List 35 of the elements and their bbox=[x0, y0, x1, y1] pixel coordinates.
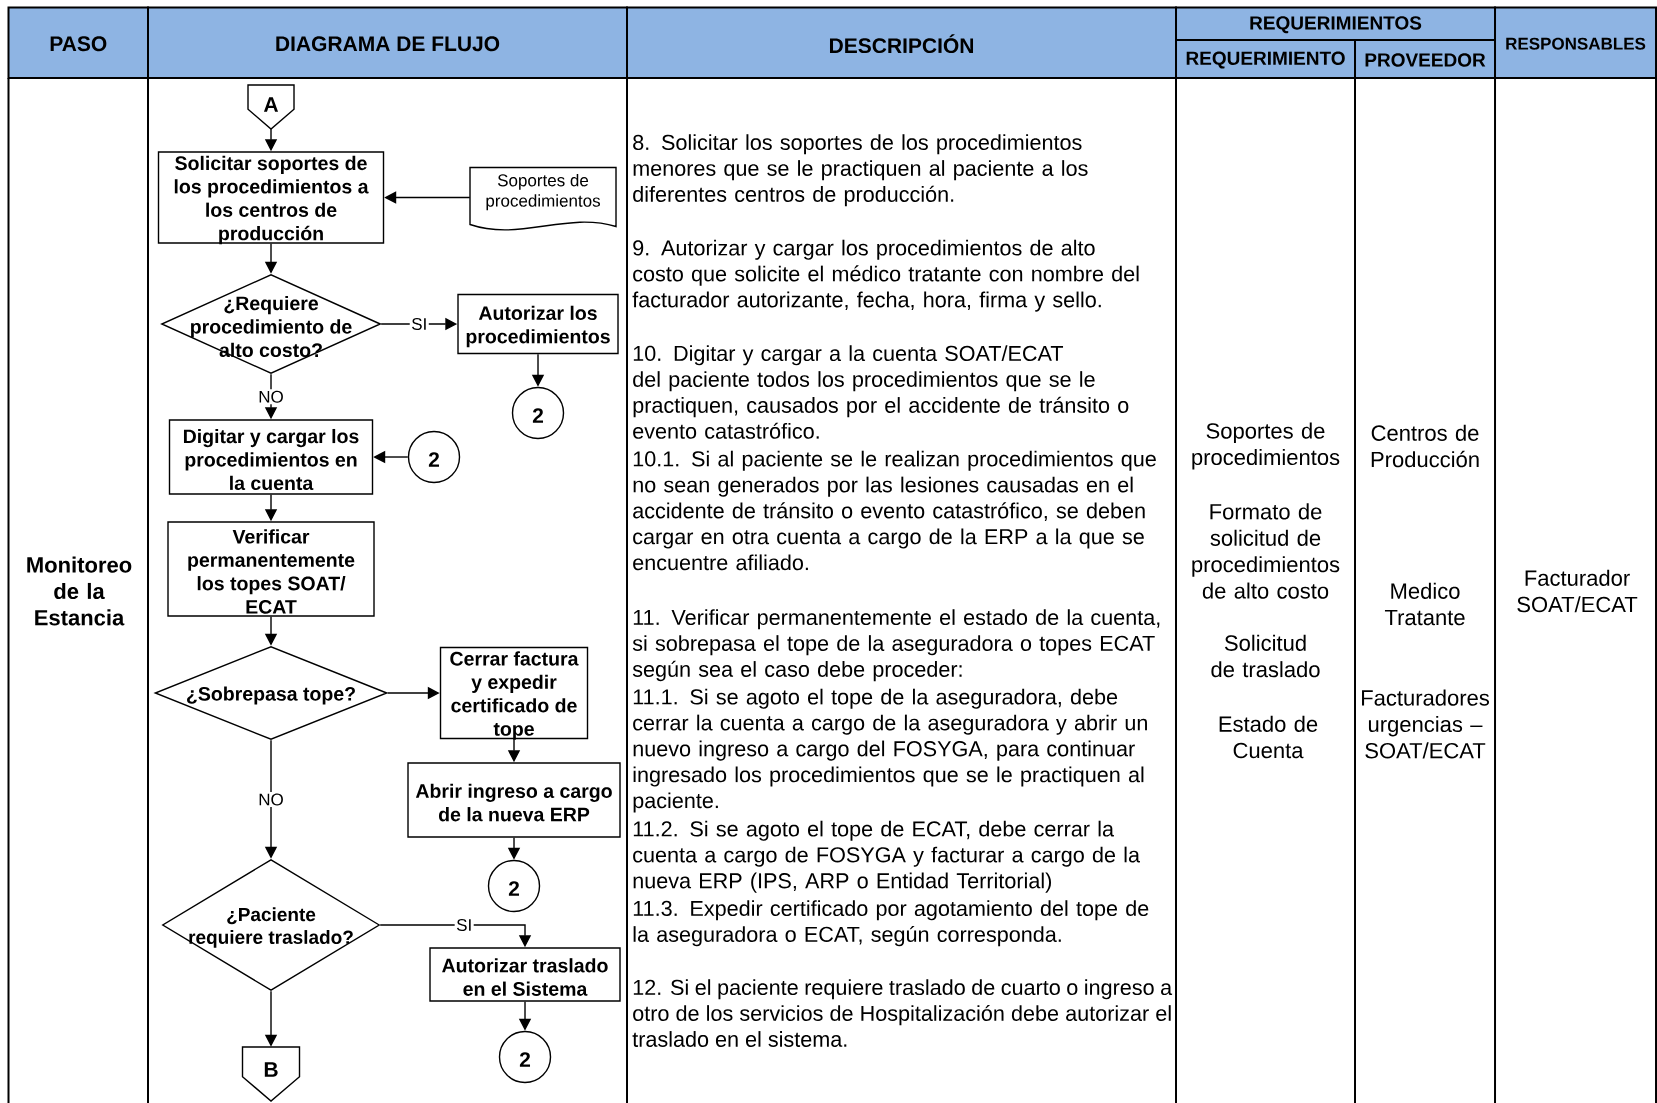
header-cell: REQUERIMIENTO bbox=[1175, 39, 1356, 79]
requirement-text: Solicitud de traslado bbox=[1211, 634, 1320, 678]
edge-label: SI bbox=[454, 917, 474, 933]
edge-label: NO bbox=[256, 389, 286, 405]
process-box: Abrir ingreso a cargo de la nueva ERP bbox=[407, 762, 621, 838]
header-cell: REQUERIMIENTOS bbox=[1175, 6, 1496, 41]
description-text: 11.1. Si se agoto el tope de la aseguradora, debe cerrar la cuenta a cargo de la aseguradora y abrir un nuevo ingreso a cargo del FOSYGA, para continuar ingresado los procedimientos que se le practiquen al paciente. bbox=[633, 688, 1147, 813]
provider-text: Medico Tratante bbox=[1384, 582, 1465, 626]
description-text: 11.2. Si se agoto el tope de ECAT, debe cerrar la cuenta a cargo de FOSYGA y facturar a cargo de la nueva ERP (IPS, ARP o Entidad Territorial) bbox=[633, 820, 1140, 893]
process-box: Solicitar soportes de los procedimientos a los centros de producción bbox=[157, 151, 385, 245]
requirement-text: Estado de Cuenta bbox=[1219, 715, 1318, 759]
header-cell: PROVEEDOR bbox=[1354, 39, 1496, 79]
process-box: Cerrar factura y expedir certificado de tope bbox=[439, 646, 589, 740]
responsible-text: Facturador SOAT/ECAT bbox=[1517, 569, 1638, 613]
provider-text: Facturadores urgencias – SOAT/ECAT bbox=[1362, 689, 1489, 759]
header-cell: PASO bbox=[7, 6, 149, 79]
description-text: 12. Si el paciente requiere traslado de cuarto o ingreso a otro de los servicios de Hospitalización debe autorizar el traslado en el sistema. bbox=[632, 979, 1173, 1047]
description-text: 11.3. Expedir certificado por agotamiento del tope de la aseguradora o ECAT, según corresponda. bbox=[633, 900, 1149, 947]
provider-text: Centros de Producción bbox=[1371, 424, 1479, 468]
process-box: Autorizar los procedimientos bbox=[457, 293, 619, 355]
description-text: 10. Digitar y cargar a la cuenta SOAT/ECAT del paciente todos los procedimientos que se le practiquen, causados por el accidente de tránsito o evento catastrófico. bbox=[633, 345, 1129, 439]
description-text: 10.1. Si al paciente se le realizan procedimientos que no sean generados por las lesiones causadas en el accidente de tránsito o evento catastrófico, se deben cargar en otra cuenta a cargo de la ERP a la que se encuentre afiliado. bbox=[633, 450, 1156, 571]
description-text: 8. Solicitar los soportes de los procedimientos menores que se le practiquen al paciente a los diferentes centros de producción. bbox=[633, 134, 1088, 207]
offpage-connector: B bbox=[241, 1046, 301, 1102]
process-box: Digitar y cargar los procedimientos en la cuenta bbox=[168, 419, 374, 495]
description-text: 9. Autorizar y cargar los procedimientos de alto costo que solicite el médico tratante con nombre del facturador autorizante, fecha, hora, firma y sello. bbox=[632, 239, 1139, 312]
description-text: 11. Verificar permanentemente el estado de la cuenta, si sobrepasa el tope de la aseguradora o topes ECAT según sea el caso debe proceder: bbox=[632, 609, 1160, 682]
edge-label: NO bbox=[256, 792, 286, 808]
step-name: Monitoreo de la Estancia bbox=[27, 556, 132, 626]
edge-label: SI bbox=[409, 316, 429, 332]
offpage-connector: A bbox=[247, 84, 295, 130]
process-box: Autorizar traslado en el Sistema bbox=[429, 947, 621, 1002]
requirement-text: Formato de solicitud de procedimientos de alto costo bbox=[1192, 503, 1340, 599]
process-box: Verificar permanentemente los topes SOAT/ ECAT bbox=[167, 521, 375, 617]
requirement-text: Soportes de procedimientos bbox=[1192, 422, 1340, 470]
